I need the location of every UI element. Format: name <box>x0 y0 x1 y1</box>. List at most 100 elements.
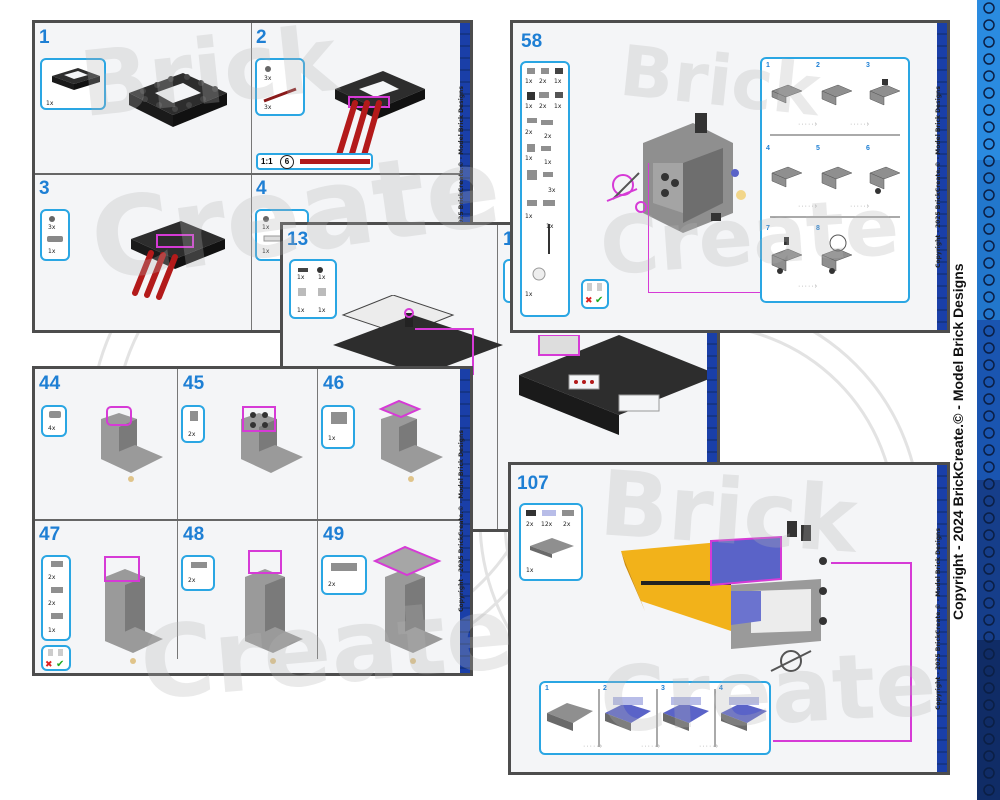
step-number-45: 45 <box>183 373 205 394</box>
alternate-parts-box: ✖ ✔ <box>581 279 609 309</box>
parts-list-step-2: 3x 3x <box>255 58 305 116</box>
sub-step-number: 2 <box>603 685 607 692</box>
brick-part-icon <box>331 412 347 424</box>
sub-assembly-illustrations <box>547 689 767 747</box>
plate-frame-part-icon <box>52 68 100 90</box>
page-copyright: Copyright - 2025 BrickCreate.© - Model B… <box>935 85 942 268</box>
tower-illustrations-bottom <box>104 545 443 664</box>
sub-step-number: 4 <box>766 145 770 152</box>
callout-connector-line <box>773 562 912 742</box>
sequence-arrow: ·····› <box>641 743 661 750</box>
qty-label: 1x <box>554 78 562 85</box>
qty-label: 1x <box>318 307 326 314</box>
brick-stud <box>983 716 995 728</box>
page-edge-strip <box>707 225 717 529</box>
brick-stud <box>983 36 995 48</box>
qty-label: 1x <box>297 274 305 281</box>
qty-label: 3x <box>264 75 272 82</box>
qty-label: 1x <box>525 291 533 298</box>
sub-assembly-callout: 1 2 3 4 5 6 7 8 ·····› ·····› ·····› <box>760 57 910 303</box>
brick-stud <box>983 427 995 439</box>
brick-stud <box>983 240 995 252</box>
plate-part-icon <box>49 411 61 418</box>
svg-text:✔: ✔ <box>56 659 64 669</box>
brick-stud <box>983 767 995 779</box>
brick-stud <box>983 172 995 184</box>
step-1-model-illustration <box>129 73 227 127</box>
step-number-107: 107 <box>517 473 549 494</box>
brick-stud <box>983 206 995 218</box>
brick-stud <box>983 580 995 592</box>
instruction-page-44: 44 4x 45 2x 46 1x <box>32 366 473 676</box>
step-number-3: 3 <box>39 178 50 199</box>
pin-part-icon <box>263 66 297 103</box>
qty-label: 1x <box>526 567 534 574</box>
sub-step-number: 7 <box>766 225 770 232</box>
qty-label: 2x <box>48 600 56 607</box>
qty-label: 1x <box>546 223 554 230</box>
scale-indicator: 1:1 6 <box>256 153 373 170</box>
sub-step-number: 8 <box>816 225 820 232</box>
qty-label: 1x <box>328 435 336 442</box>
qty-label: 1x <box>297 307 305 314</box>
brick-stud <box>983 563 995 575</box>
svg-text:✔: ✔ <box>595 295 603 306</box>
parts-list-step-46: 1x <box>321 405 355 449</box>
decorative-brick-strip <box>977 0 1000 800</box>
step-number-49: 49 <box>323 524 345 545</box>
qty-label: 1x <box>262 224 270 231</box>
step-number-47: 47 <box>39 524 61 545</box>
alternate-parts-box: ✖ ✔ <box>41 645 71 671</box>
brick-stud <box>983 325 995 337</box>
qty-label: 1x <box>554 103 562 110</box>
parts-list-step-45: 2x <box>181 405 205 443</box>
brick-stud <box>983 121 995 133</box>
sub-step-number: 4 <box>719 685 723 692</box>
wrong-right-icon: ✖ ✔ <box>45 649 64 670</box>
page-copyright: Copyright - 2025 BrickCreate.© - Model B… <box>935 527 942 710</box>
brick-stud <box>983 274 995 286</box>
qty-label: 1x <box>48 248 56 255</box>
brick-stud <box>983 631 995 643</box>
svg-text:✖: ✖ <box>45 660 53 669</box>
brick-stud <box>983 444 995 456</box>
parts-list-step-3: 3x 1x <box>40 209 70 261</box>
brick-stud <box>983 393 995 405</box>
qty-label: 1x <box>48 627 56 634</box>
parts-list-step-48: 2x <box>181 555 215 591</box>
qty-label: 2x <box>544 133 552 140</box>
brick-stud <box>983 104 995 116</box>
parts-list-step-47: 2x 2x 1x <box>41 555 71 641</box>
brick-stud <box>983 410 995 422</box>
qty-label: 3x <box>548 187 556 194</box>
sequence-arrow: ·····› <box>798 121 818 128</box>
qty-label: 1x <box>525 103 533 110</box>
sub-step-number: 1 <box>545 685 549 692</box>
brick-stud <box>983 648 995 660</box>
parts-list-icons <box>526 510 574 558</box>
main-copyright: Copyright - 2024 BrickCreate.© - Model B… <box>950 263 966 620</box>
connector-part-icon <box>47 216 63 242</box>
scale-ratio: 1:1 <box>261 157 273 166</box>
qty-label: 1x <box>525 213 533 220</box>
brick-stud <box>983 291 995 303</box>
brick-stud <box>983 733 995 745</box>
step-2-model-illustration <box>335 71 425 162</box>
qty-label: 2x <box>188 431 196 438</box>
svg-text:✖: ✖ <box>585 296 593 306</box>
qty-label: 3x <box>48 224 56 231</box>
sub-step-number: 3 <box>661 685 665 692</box>
qty-label: 12x <box>541 521 553 528</box>
brick-stud <box>983 699 995 711</box>
parts-list-step-107: 2x 12x 2x 1x <box>519 503 583 581</box>
clip-part-icon <box>51 613 63 619</box>
instruction-page-58: 58 1x 2x 1x 1x 2x 1x 2x 2x 1x 1x 3x 1x 1… <box>510 20 950 333</box>
brick-stud <box>983 665 995 677</box>
brick-stud <box>983 461 995 473</box>
brick-stud <box>983 155 995 167</box>
brick-stud <box>983 614 995 626</box>
sub-step-number: 3 <box>866 62 870 69</box>
qty-label: 1x <box>525 78 533 85</box>
page-copyright: Copyright - 2025 BrickCreate.© - Model B… <box>458 430 465 612</box>
plate-part-icon <box>51 587 63 593</box>
